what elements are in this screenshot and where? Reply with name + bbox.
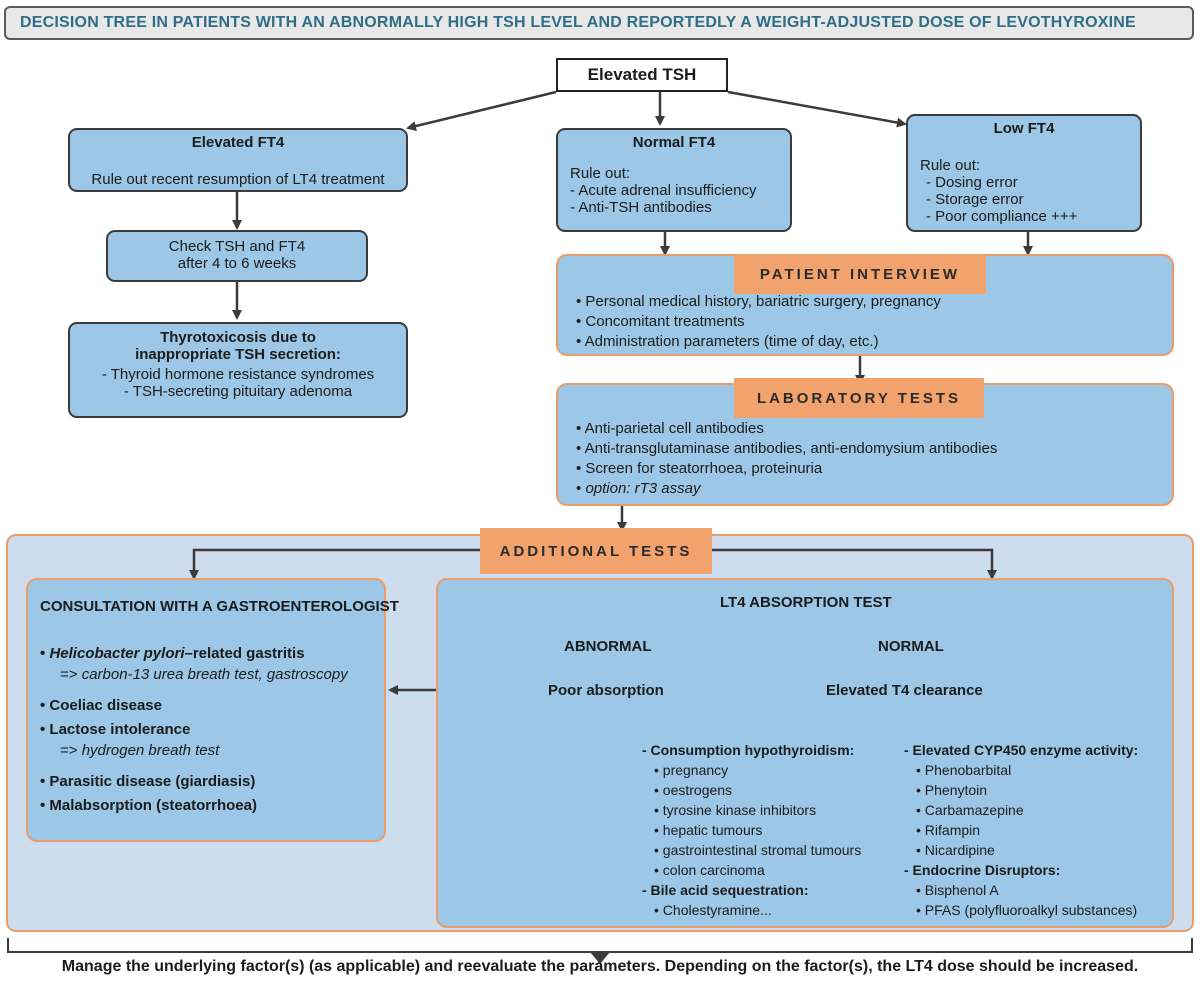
cyp-item: • Carbamazepine — [916, 802, 1024, 818]
endocrine-item: • Bisphenol A — [916, 882, 999, 898]
absorption-normal: NORMAL — [878, 638, 944, 655]
normal-ft4-rule: Rule out: — [570, 165, 631, 182]
absorption-title: LT4 ABSORPTION TEST — [720, 594, 892, 611]
low-ft4-rule: Rule out: — [920, 157, 981, 174]
lab-item: • Anti-transglutaminase antibodies, anti… — [576, 440, 998, 457]
endocrine-item: • PFAS (polyfluoroalkyl substances) — [916, 902, 1138, 918]
low-ft4-item: - Poor compliance +++ — [926, 208, 1078, 225]
low-ft4-item: - Dosing error — [926, 174, 1018, 191]
bracket-pointer — [590, 952, 610, 964]
interview-item: • Administration parameters (time of day… — [576, 333, 879, 350]
cyp-item: • Nicardipine — [916, 842, 995, 858]
interview-item: • Personal medical history, bariatric su… — [576, 293, 941, 310]
low-ft4-box: Low FT4 Rule out: - Dosing error - Stora… — [906, 114, 1142, 232]
gastro-hp-rest: –related gastritis — [184, 645, 305, 662]
bottom-bracket — [7, 938, 1193, 953]
absorption-clearance: Elevated T4 clearance — [826, 682, 983, 699]
consumption-item: • pregnancy — [654, 762, 729, 778]
gastro-hp-test: => carbon-13 urea breath test, gastrosco… — [40, 664, 384, 685]
check-line2: after 4 to 6 weeks — [177, 255, 297, 272]
gastro-parasitic: • Parasitic disease (giardiasis) — [40, 773, 256, 790]
gastro-malabsorption: • Malabsorption (steatorrhoea) — [40, 797, 257, 814]
elevated-ft4-title: Elevated FT4 — [191, 134, 285, 151]
arrow-to-low-ft4 — [727, 90, 907, 128]
gastro-hp-italic: Helicobacter pylori — [49, 645, 185, 662]
gastro-hp-test-prefix: => — [60, 666, 78, 683]
normal-ft4-title: Normal FT4 — [632, 134, 716, 151]
gastro-lactose-test-text: hydrogen breath test — [81, 742, 220, 759]
cyp-title: - Elevated CYP450 enzyme activity: — [904, 742, 1139, 758]
cyp-item: • Phenobarbital — [916, 762, 1012, 778]
arrow-to-absorption — [712, 548, 997, 580]
absorption-poor: Poor absorption — [548, 682, 664, 699]
consumption-item: • tyrosine kinase inhibitors — [654, 802, 817, 818]
thyrotoxicosis-title2: inappropriate TSH secretion: — [135, 346, 341, 363]
absorption-abnormal: ABNORMAL — [564, 638, 652, 655]
arrow-to-gastro — [189, 548, 480, 580]
lab-option: • option: rT3 assay — [576, 479, 1172, 499]
thyrotoxicosis-box: Thyrotoxicosis due to inappropriate TSH … — [68, 322, 408, 418]
gastro-lactose-test: => hydrogen breath test — [40, 740, 384, 761]
bile-title: - Bile acid sequestration: — [642, 882, 809, 898]
elevated-tsh-node: Elevated TSH — [556, 58, 728, 92]
thyrotoxicosis-item: - TSH-secreting pituitary adenoma — [123, 383, 353, 400]
cyp-item: • Phenytoin — [916, 782, 988, 798]
consumption-item: • oestrogens — [654, 782, 733, 798]
gastroenterologist-box: CONSULTATION WITH A GASTROENTEROLOGIST •… — [26, 578, 399, 842]
lab-item: • Anti-parietal cell antibodies — [576, 420, 764, 437]
absorption-test-box — [436, 578, 1174, 928]
footer-conclusion: Manage the underlying factor(s) (as appl… — [61, 958, 1139, 975]
bile-item: • Cholestyramine... — [654, 902, 772, 918]
low-ft4-title: Low FT4 — [993, 120, 1055, 137]
gastro-hp-bullet: • — [40, 645, 46, 662]
additional-tests-tag: ADDITIONAL TESTS — [480, 528, 712, 574]
check-line1: Check TSH and FT4 — [168, 238, 306, 255]
normal-ft4-item: - Acute adrenal insufficiency — [570, 182, 757, 199]
check-tsh-box: Check TSH and FT4 after 4 to 6 weeks — [106, 230, 368, 282]
clearance-left-column: - Consumption hypothyroidism: • pregnanc… — [642, 740, 861, 920]
clearance-right-column: - Elevated CYP450 enzyme activity: • Phe… — [904, 740, 1138, 920]
elevated-ft4-box: Elevated FT4 Rule out recent resumption … — [68, 128, 408, 192]
endocrine-title: - Endocrine Disruptors: — [904, 862, 1061, 878]
diagram-title: DECISION TREE IN PATIENTS WITH AN ABNORM… — [4, 6, 1194, 40]
normal-ft4-box: Normal FT4 Rule out: - Acute adrenal ins… — [556, 128, 792, 232]
gastro-lactose-test-prefix: => — [60, 742, 78, 759]
normal-ft4-item: - Anti-TSH antibodies — [570, 199, 712, 216]
gastro-hp: • Helicobacter pylori–related gastritis — [40, 643, 384, 664]
elevated-ft4-text: Rule out recent resumption of LT4 treatm… — [91, 171, 385, 188]
thyrotoxicosis-title1: Thyrotoxicosis due to — [160, 329, 316, 346]
consumption-item: • hepatic tumours — [654, 822, 763, 838]
cyp-item: • Rifampin — [916, 822, 981, 838]
gastro-title: CONSULTATION WITH A GASTROENTEROLOGIST — [40, 598, 399, 615]
arrow-to-elevated-ft4 — [406, 90, 557, 131]
thyrotoxicosis-item: - Thyroid hormone resistance syndromes — [101, 366, 375, 383]
gastro-hp-test-text: carbon-13 urea breath test, gastroscopy — [81, 666, 348, 683]
consumption-item: • gastrointestinal stromal tumours — [654, 842, 862, 858]
low-ft4-item: - Storage error — [926, 191, 1024, 208]
gastro-coeliac: • Coeliac disease — [40, 697, 162, 714]
interview-item: • Concomitant treatments — [576, 313, 745, 330]
lab-item: • Screen for steatorrhoea, proteinuria — [576, 460, 823, 477]
patient-interview-tag: PATIENT INTERVIEW — [734, 254, 986, 294]
consumption-title: - Consumption hypothyroidism: — [642, 742, 855, 758]
lab-option-text: option: rT3 assay — [585, 480, 701, 497]
gastro-lactose: • Lactose intolerance — [40, 721, 191, 738]
consumption-item: • colon carcinoma — [654, 862, 765, 878]
lab-option-bullet: • — [576, 480, 582, 497]
laboratory-tests-tag: LABORATORY TESTS — [734, 378, 984, 418]
